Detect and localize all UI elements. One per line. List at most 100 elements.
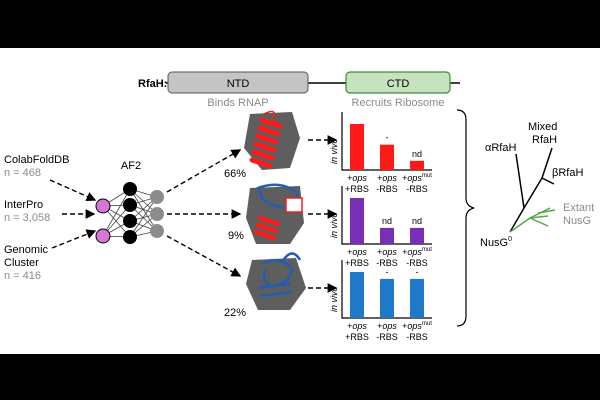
ctd-domain (345, 71, 451, 94)
chart-tick-top: +ops (347, 247, 367, 257)
source-count-interpro: n = 3,058 (4, 212, 50, 224)
chart-bar (350, 198, 364, 244)
surface-mixed (246, 186, 304, 244)
figure-svg: RfaH: NTD CTD Binds RNAP Recruits Riboso… (4, 71, 594, 342)
output-node-3 (150, 224, 164, 238)
hidden-node-4 (123, 230, 137, 244)
tree-branches-black (509, 147, 555, 233)
sources: ColabFoldDB n = 468 InterPro n = 3,058 G… (4, 154, 97, 282)
percent-beta: 22% (224, 307, 246, 319)
chart-tick-bottom: -RBS (376, 258, 398, 268)
sheet-beta (257, 252, 302, 298)
chart-tick-top: +opsmut (402, 247, 432, 257)
chart-annotation: - (416, 267, 419, 277)
chart-beta: in vivo+ops+RBS-+ops-RBS-+opsmut-RBS (329, 260, 432, 342)
structure-beta: 22% (224, 252, 306, 319)
ctd-caption: Recruits Ribosome (352, 97, 445, 109)
structure-alpha: 66% (224, 110, 300, 180)
chart-ylabel: in vivo (329, 286, 339, 312)
chart-tick-bottom: +RBS (345, 184, 369, 194)
arrow-genomic (51, 229, 97, 249)
chart-axes (341, 186, 432, 245)
figure-canvas: RfaH: NTD CTD Binds RNAP Recruits Riboso… (0, 48, 600, 354)
source-name-interpro: InterPro (4, 199, 43, 211)
chart-annotation: nd (412, 149, 422, 159)
chart-tick-top: +ops (377, 173, 397, 183)
tree-label-extant-2: NusG (563, 215, 591, 227)
chart-tick-bottom: +RBS (345, 258, 369, 268)
chart-tick-bottom: -RBS (406, 184, 428, 194)
tree-label-root: NusG0 (480, 236, 512, 249)
tree-label-alpha: αRfaH (485, 142, 516, 154)
ntd-domain (167, 71, 309, 94)
chart-tick-top: +opsmut (402, 173, 432, 183)
tree-label-mixed-2: RfaH (532, 134, 557, 146)
arrow-colabfold (49, 179, 97, 202)
percent-mixed: 9% (228, 230, 244, 242)
curly-brace (456, 109, 475, 327)
source-count-genomic: n = 416 (4, 270, 41, 282)
input-node-2 (95, 228, 111, 244)
source-name-cluster: Cluster (4, 257, 39, 269)
chart-bar (350, 272, 364, 318)
ntd-label: NTD (227, 78, 250, 90)
chart-axes (341, 260, 432, 319)
tree-label-beta: βRfaH (552, 167, 583, 179)
chart-bar (380, 278, 394, 318)
chart-bar (410, 160, 424, 170)
output-node-1 (150, 190, 164, 204)
chart-bar (380, 227, 394, 244)
chart-tick-bottom: -RBS (376, 332, 398, 342)
loop-mixed (285, 197, 303, 213)
source-name-colabfold: ColabFoldDB (4, 154, 69, 166)
input-node-1 (95, 198, 111, 214)
hidden-node-3 (123, 214, 137, 228)
model-label: AF2 (121, 160, 141, 172)
arrow-to-beta (166, 235, 242, 277)
chart-annotation: - (386, 133, 389, 143)
phylo-tree: αRfaH Mixed RfaH βRfaH Extant NusG NusG0 (480, 121, 594, 249)
chart-tick-top: +ops (377, 321, 397, 331)
protein-label: RfaH: (138, 78, 167, 90)
helix-alpha (249, 117, 283, 169)
network-edges (102, 188, 158, 238)
chart-bar (410, 227, 424, 244)
chart-annotation: nd (382, 216, 392, 226)
chart-tick-top: +ops (377, 247, 397, 257)
chart-tick-top: +ops (347, 173, 367, 183)
source-name-genomic: Genomic (4, 244, 49, 256)
ntd-caption: Binds RNAP (207, 97, 268, 109)
chart-ylabel: in vivo (329, 212, 339, 238)
structure-mixed: 9% (228, 183, 304, 244)
chart-bar (380, 144, 394, 170)
chart-tick-top: +opsmut (402, 321, 432, 331)
chart-annotation: - (386, 267, 389, 277)
hidden-node-1 (123, 182, 137, 196)
chart-ylabel: in vivo (329, 138, 339, 164)
percent-alpha: 66% (224, 168, 246, 180)
domain-bar: RfaH: NTD CTD Binds RNAP Recruits Riboso… (138, 71, 460, 109)
chart-bar (410, 278, 424, 318)
af2-network: AF2 (95, 149, 242, 277)
tree-label-extant-1: Extant (563, 202, 594, 214)
chart-tick-bottom: -RBS (376, 184, 398, 194)
helix-mixed (253, 215, 281, 241)
hidden-node-2 (123, 198, 137, 212)
chart-tick-bottom: -RBS (406, 258, 428, 268)
source-count-colabfold: n = 468 (4, 167, 41, 179)
ctd-label: CTD (387, 78, 410, 90)
chart-tick-bottom: -RBS (406, 332, 428, 342)
chart-tick-bottom: +RBS (345, 332, 369, 342)
arrow-to-alpha (166, 149, 242, 193)
tree-label-mixed-1: Mixed (528, 121, 557, 133)
chart-axes (341, 112, 432, 171)
output-node-2 (150, 207, 164, 221)
chart-bar (350, 124, 364, 170)
chart-tick-top: +ops (347, 321, 367, 331)
tree-branches-green (509, 207, 556, 233)
chart-annotation: nd (412, 216, 422, 226)
surface-beta (246, 258, 306, 310)
